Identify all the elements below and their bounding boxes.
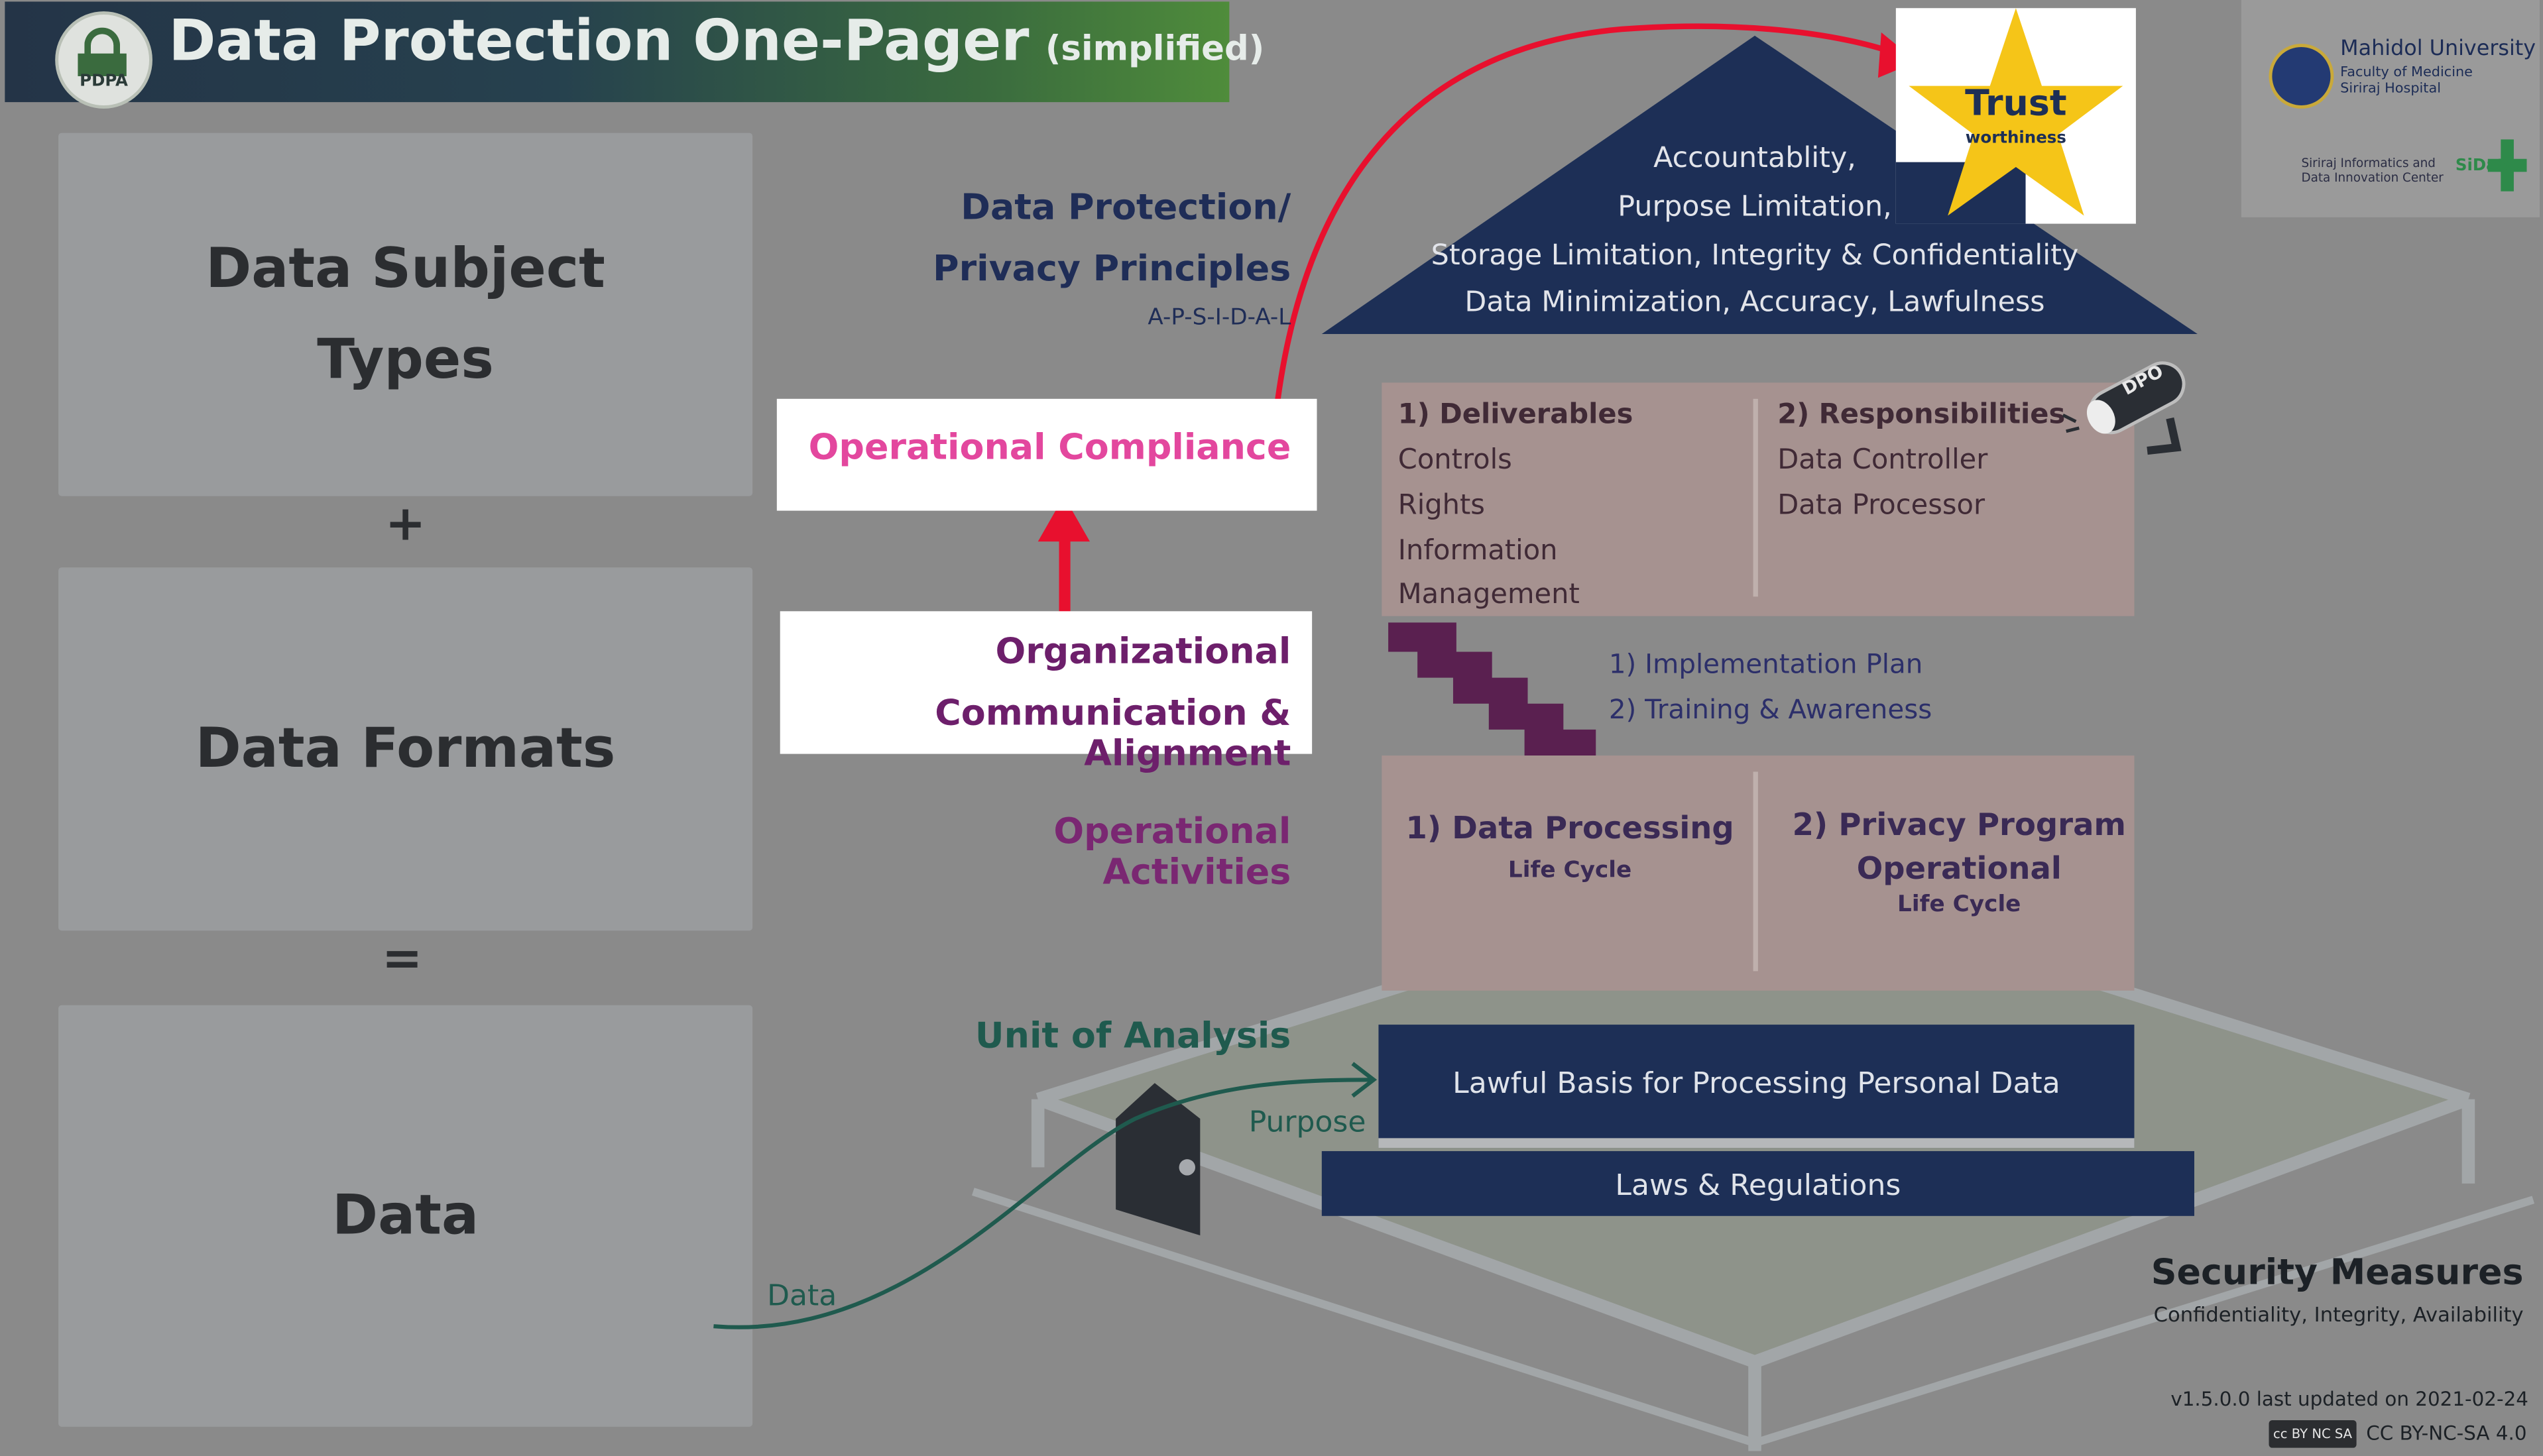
branding-panel xyxy=(2241,0,2540,217)
page-title: Data Protection One-Pager (simplified) xyxy=(168,10,1264,75)
data-processing-subtitle: Life Cycle xyxy=(1508,858,1632,884)
pdpa-logo: PDPA xyxy=(55,11,152,109)
data-formats-box: Data Formats xyxy=(58,567,753,931)
principle-storage-integrity: Storage Limitation, Integrity & Confiden… xyxy=(1431,240,2079,272)
center-name-line2: Data Innovation Center xyxy=(2301,170,2444,185)
responsibilities-title: 2) Responsibilities xyxy=(1777,398,2066,431)
university-seal-icon xyxy=(2269,44,2334,109)
faculty-name: Faculty of Medicine xyxy=(2340,64,2473,82)
star-icon xyxy=(1909,8,2123,216)
org-communication-line2: Communication & Alignment xyxy=(935,694,1291,775)
data-box: Data xyxy=(58,1005,753,1427)
operational-compliance-box xyxy=(776,398,1317,511)
unit-of-analysis-label: Unit of Analysis xyxy=(975,1016,1291,1058)
university-name: Mahidol University xyxy=(2340,37,2536,62)
data-flow-curve xyxy=(713,1078,1372,1329)
staircase xyxy=(1388,622,1596,756)
org-communication-line1: Organizational xyxy=(995,632,1291,673)
deliverable-item-rights: Rights xyxy=(1397,489,1485,522)
trust-word: Trust xyxy=(1965,84,2067,125)
plan-item-training: 2) Training & Awareness xyxy=(1608,694,1932,725)
data-subject-types-line1: Data Subject xyxy=(206,237,605,302)
title-subtitle: (simplified) xyxy=(1045,29,1265,68)
version-text: v1.5.0.0 last updated on 2021-02-24 xyxy=(2170,1388,2528,1411)
data-flow-label: Data xyxy=(767,1279,837,1314)
principle-accountability: Accountablity, xyxy=(1653,142,1856,176)
equals-operator: = xyxy=(381,930,423,987)
deliverables-divider xyxy=(1753,398,1758,597)
privacy-program-title-line1: 2) Privacy Program xyxy=(1792,807,2126,844)
security-subtitle: Confidentiality, Integrity, Availability xyxy=(2153,1302,2524,1327)
purpose-label: Purpose xyxy=(1248,1105,1366,1140)
data-label: Data xyxy=(332,1183,479,1249)
deliverable-item-management: Management xyxy=(1397,579,1580,612)
center-name-line1: Siriraj Informatics and xyxy=(2301,155,2436,170)
data-subject-types-line2: Types xyxy=(317,327,494,393)
principles-title-line2: Privacy Principles xyxy=(933,249,1291,290)
security-title: Security Measures xyxy=(2151,1253,2524,1294)
deliverables-title: 1) Deliverables xyxy=(1397,398,1633,431)
principle-minimization: Data Minimization, Accuracy, Lawfulness xyxy=(1464,287,2045,319)
operational-activities-label: Operational Activities xyxy=(1053,812,1291,893)
data-processing-title: 1) Data Processing xyxy=(1405,811,1734,847)
door-icon xyxy=(1116,1083,1201,1236)
plus-operator: + xyxy=(384,496,426,553)
deliverable-item-controls: Controls xyxy=(1397,444,1512,477)
header-banner xyxy=(5,1,1230,103)
data-formats-label: Data Formats xyxy=(195,716,616,782)
deliverables-responsibilities-box xyxy=(1382,382,2135,616)
cc-badge-icon: cc BY NC SA xyxy=(2269,1420,2357,1448)
up-arrow xyxy=(1059,535,1071,616)
activities-box xyxy=(1382,756,2135,991)
trust-suffix: worthiness xyxy=(1965,129,2066,148)
deliverable-item-information: Information xyxy=(1397,535,1558,568)
lawful-basis-label: Lawful Basis for Processing Personal Dat… xyxy=(1452,1066,2060,1101)
dpo-camera-icon xyxy=(2062,361,2186,455)
hospital-name: Siriraj Hospital xyxy=(2340,81,2441,97)
lawful-basis-box xyxy=(1378,1025,2135,1148)
responsibility-item-controller: Data Controller xyxy=(1777,444,1988,477)
lock-icon xyxy=(84,27,121,67)
trust-arrow xyxy=(1272,23,1902,425)
principle-purpose: Purpose Limitation, xyxy=(1618,191,1892,224)
laws-bar xyxy=(1321,1150,2194,1216)
activities-divider xyxy=(1753,771,1758,972)
org-communication-box xyxy=(780,611,1313,754)
operational-compliance-label: Operational Compliance xyxy=(808,427,1291,469)
responsibility-item-processor: Data Processor xyxy=(1777,489,1985,522)
sidata-logo: SiData xyxy=(2455,157,2516,176)
laws-label: Laws & Regulations xyxy=(1615,1168,1901,1204)
logo-text: PDPA xyxy=(80,73,128,91)
principles-title-line1: Data Protection/ xyxy=(961,188,1291,229)
principles-roof xyxy=(1321,35,2198,334)
data-subject-types-box: Data Subject Types xyxy=(58,133,753,496)
principles-acronym: A-P-S-I-D-A-L xyxy=(1148,304,1291,331)
title-text: Data Protection One-Pager xyxy=(168,9,1030,75)
plan-item-implementation: 1) Implementation Plan xyxy=(1608,648,1923,680)
license-text: CC BY-NC-SA 4.0 xyxy=(2366,1422,2527,1445)
privacy-program-title-line2: Operational xyxy=(1856,851,2062,887)
sidata-cross-icon xyxy=(2487,139,2527,192)
privacy-program-subtitle: Life Cycle xyxy=(1897,891,2021,918)
